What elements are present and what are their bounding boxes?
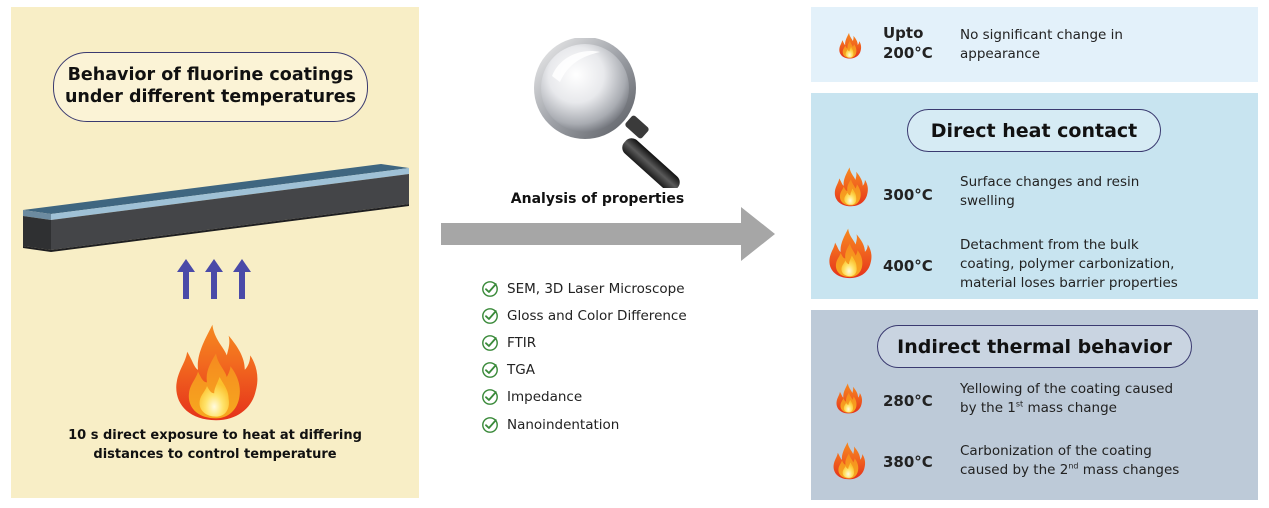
check-icon: [481, 416, 499, 434]
ordinal-suffix: st: [1015, 399, 1024, 409]
methods-list: SEM, 3D Laser Microscope Gloss and Color…: [481, 275, 687, 438]
title-pill: Behavior of fluorine coatings under diff…: [53, 52, 368, 122]
method-item: Gloss and Color Difference: [481, 302, 687, 329]
description-text: Carbonization of the coating caused by t…: [960, 443, 1152, 478]
fire-icon: [829, 438, 869, 480]
result-description: Surface changes and resin swelling: [960, 174, 1140, 209]
ordinal-suffix: nd: [1068, 461, 1079, 471]
check-icon: [481, 361, 499, 379]
temperature-label: 400°C: [883, 257, 933, 275]
diagram-title: Behavior of fluorine coatings under diff…: [64, 65, 357, 107]
temperature-label: 300°C: [883, 186, 933, 204]
arrow-right-icon: [441, 207, 775, 261]
result-description: No significant change in appearance: [960, 27, 1123, 62]
left-panel: Behavior of fluorine coatings under diff…: [11, 7, 419, 498]
temperature-label: 380°C: [883, 453, 933, 471]
check-icon: [481, 307, 499, 325]
coating-plate: [23, 164, 409, 252]
method-label: TGA: [507, 362, 535, 379]
method-item: Nanoindentation: [481, 411, 687, 438]
method-label: FTIR: [507, 334, 537, 351]
fire-icon: [830, 163, 872, 207]
upto-200-box: Upto 200°C No significant change in appe…: [811, 7, 1258, 82]
method-label: Gloss and Color Difference: [507, 307, 687, 324]
result-description: Yellowing of the coating caused by the 1…: [960, 380, 1173, 418]
temperature-label: Upto 200°C: [883, 24, 933, 62]
direct-heat-title: Direct heat contact: [907, 109, 1161, 152]
result-description: Detachment from the bulk coating, polyme…: [960, 237, 1178, 291]
check-icon: [481, 334, 499, 352]
fire-icon: [837, 30, 863, 59]
fire-icon: [833, 380, 865, 414]
description-text: mass change: [1023, 399, 1117, 416]
magnifying-glass-icon: [534, 38, 680, 188]
method-label: Nanoindentation: [507, 416, 620, 433]
indirect-thermal-box: Indirect thermal behavior 280°C Yellowin…: [811, 310, 1258, 500]
indirect-thermal-title: Indirect thermal behavior: [877, 325, 1192, 368]
check-icon: [481, 388, 499, 406]
check-icon: [481, 280, 499, 298]
analysis-label: Analysis of properties: [510, 191, 685, 207]
method-item: TGA: [481, 357, 687, 384]
method-label: Impedance: [507, 389, 583, 406]
method-item: SEM, 3D Laser Microscope: [481, 275, 687, 302]
fire-icon: [825, 223, 875, 279]
method-item: FTIR: [481, 329, 687, 356]
temperature-label: 280°C: [883, 392, 933, 410]
direct-heat-box: Direct heat contact 300°C Surface change…: [811, 93, 1258, 299]
fire-icon: [163, 314, 269, 422]
result-description: Carbonization of the coating caused by t…: [960, 442, 1179, 480]
arrow-up-icon: [177, 259, 195, 299]
arrow-up-icon: [205, 259, 223, 299]
exposure-caption: 10 s direct exposure to heat at differin…: [68, 428, 362, 462]
heat-direction-arrows: [177, 259, 251, 299]
description-text: mass changes: [1078, 461, 1180, 478]
method-label: SEM, 3D Laser Microscope: [507, 280, 685, 297]
arrow-up-icon: [233, 259, 251, 299]
method-item: Impedance: [481, 384, 687, 411]
description-text: Yellowing of the coating caused by the 1: [960, 381, 1174, 416]
